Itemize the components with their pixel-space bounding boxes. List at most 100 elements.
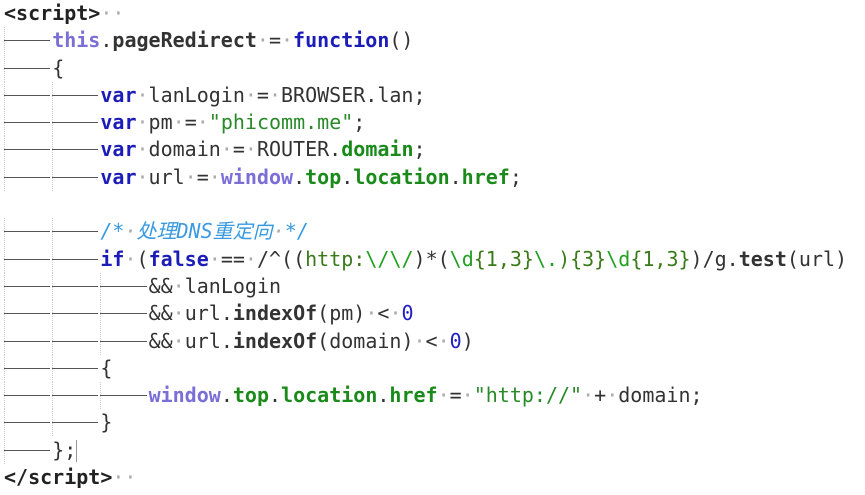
code-token: \. <box>533 246 559 271</box>
code-line[interactable]: /*·处理DNS重定向·*/ <box>4 218 847 246</box>
code-token: 0 <box>449 328 462 353</box>
code-token: location <box>353 164 450 189</box>
code-token: . <box>268 383 282 408</box>
code-token: pageRedirect <box>112 28 257 53</box>
code-token: ·=· <box>437 383 474 408</box>
whitespace-marker: · <box>124 219 137 244</box>
whitespace-marker: · <box>365 301 378 326</box>
code-token: ·· <box>100 1 124 25</box>
code-line[interactable]: </script>·· <box>4 464 847 491</box>
code-token: ·url·=· <box>136 164 221 189</box>
code-line[interactable]: { <box>4 54 847 82</box>
code-token: ·=· <box>256 28 294 53</box>
whitespace-marker: · <box>244 82 257 107</box>
whitespace-marker: · <box>437 383 450 408</box>
code-token: &&·url. <box>148 301 233 326</box>
code-token: )/g. <box>690 246 739 271</box>
code-token: http: <box>305 246 366 271</box>
whitespace-marker: · <box>124 465 137 490</box>
tab-arrow-icon <box>52 409 100 437</box>
code-token: { <box>52 55 65 80</box>
whitespace-marker: · <box>582 383 595 408</box>
whitespace-marker: · <box>413 328 426 353</box>
code-token: var <box>100 137 137 162</box>
code-token: ; <box>413 137 426 162</box>
tab-arrow-icon <box>4 272 52 300</box>
code-line[interactable]: &&·url.indexOf(pm)·<·0 <box>4 300 847 328</box>
code-line[interactable]: }; <box>4 436 847 464</box>
whitespace-marker: · <box>281 28 294 53</box>
code-token: &&·lanLogin <box>148 273 282 298</box>
code-line[interactable]: var·url·=·window.top.location.href; <box>4 163 847 191</box>
whitespace-marker: · <box>124 246 137 271</box>
code-token: (url) <box>786 246 848 271</box>
code-editor[interactable]: <script>··this.pageRedirect·=·function()… <box>4 0 847 491</box>
tab-arrow-icon <box>52 382 100 410</box>
code-token: test <box>738 246 787 271</box>
code-line[interactable]: var·domain·=·ROUTER.domain; <box>4 136 847 164</box>
code-token: {1,3} <box>473 246 534 271</box>
code-token: \d <box>606 246 631 271</box>
code-token: ·domain·=·ROUTER. <box>136 137 342 162</box>
code-line[interactable]: { <box>4 354 847 382</box>
tab-arrow-icon <box>4 300 52 328</box>
code-token: var <box>100 82 137 107</box>
code-token: . <box>449 164 462 189</box>
tab-arrow-icon <box>4 81 52 109</box>
code-token: <script> <box>4 1 101 25</box>
tab-arrow-icon <box>52 81 100 109</box>
tab-arrow-icon <box>100 300 148 328</box>
tab-arrow-icon <box>52 327 100 355</box>
code-token: if <box>100 246 125 271</box>
code-token: . <box>341 164 354 189</box>
whitespace-marker: · <box>268 82 282 107</box>
tab-arrow-icon <box>4 163 52 191</box>
whitespace-marker: · <box>172 110 185 135</box>
code-token: {1,3} <box>630 246 691 271</box>
code-token: 0 <box>401 301 414 326</box>
tab-arrow-icon <box>100 272 148 300</box>
whitespace-marker: · <box>272 219 285 244</box>
tab-arrow-icon <box>100 327 148 355</box>
code-line[interactable] <box>4 191 847 218</box>
code-token: (domain)·<· <box>317 328 450 353</box>
code-token: function <box>293 28 390 53</box>
code-line[interactable]: window.top.location.href·=·"http://"·+·d… <box>4 382 847 410</box>
whitespace-marker: · <box>136 137 149 162</box>
tab-arrow-icon <box>4 218 52 246</box>
code-line[interactable]: <script>·· <box>4 0 847 27</box>
whitespace-marker: · <box>136 82 149 107</box>
code-token: ) <box>461 328 474 353</box>
tab-arrow-icon <box>4 136 52 164</box>
code-token: top <box>305 164 342 189</box>
code-token: &&·url. <box>148 328 233 353</box>
tab-arrow-icon <box>52 354 100 382</box>
tab-arrow-icon <box>4 327 52 355</box>
whitespace-marker: · <box>208 246 221 271</box>
code-token: (pm)·<· <box>317 301 402 326</box>
code-line[interactable]: this.pageRedirect·=·function() <box>4 27 847 55</box>
code-token: var <box>100 110 137 135</box>
whitespace-marker: · <box>136 110 149 135</box>
tab-arrow-icon <box>52 218 100 246</box>
tab-arrow-icon <box>4 436 52 464</box>
code-line[interactable]: } <box>4 409 847 437</box>
code-line[interactable]: &&·url.indexOf(domain)·<·0) <box>4 327 847 355</box>
code-line[interactable]: var·lanLogin·=·BROWSER.lan; <box>4 81 847 109</box>
code-token: location <box>281 383 378 408</box>
code-token: . <box>377 383 390 408</box>
code-line[interactable]: var·pm·=·"phicomm.me"; <box>4 109 847 137</box>
whitespace-marker: · <box>100 1 113 25</box>
whitespace-marker: · <box>208 164 221 189</box>
code-token: href <box>461 164 510 189</box>
code-token: )*( <box>413 246 450 271</box>
code-token: indexOf <box>232 328 318 353</box>
code-line[interactable]: if·(false·==·/^((http:\/\/)*(\d{1,3}\.){… <box>4 245 848 273</box>
whitespace-marker: · <box>220 137 233 162</box>
code-token: () <box>389 28 414 53</box>
code-token: ){3} <box>558 246 607 271</box>
code-line[interactable]: &&·lanLogin <box>4 272 847 300</box>
text-cursor <box>76 440 78 463</box>
code-token: ·( <box>124 246 149 271</box>
whitespace-marker: · <box>606 383 619 408</box>
